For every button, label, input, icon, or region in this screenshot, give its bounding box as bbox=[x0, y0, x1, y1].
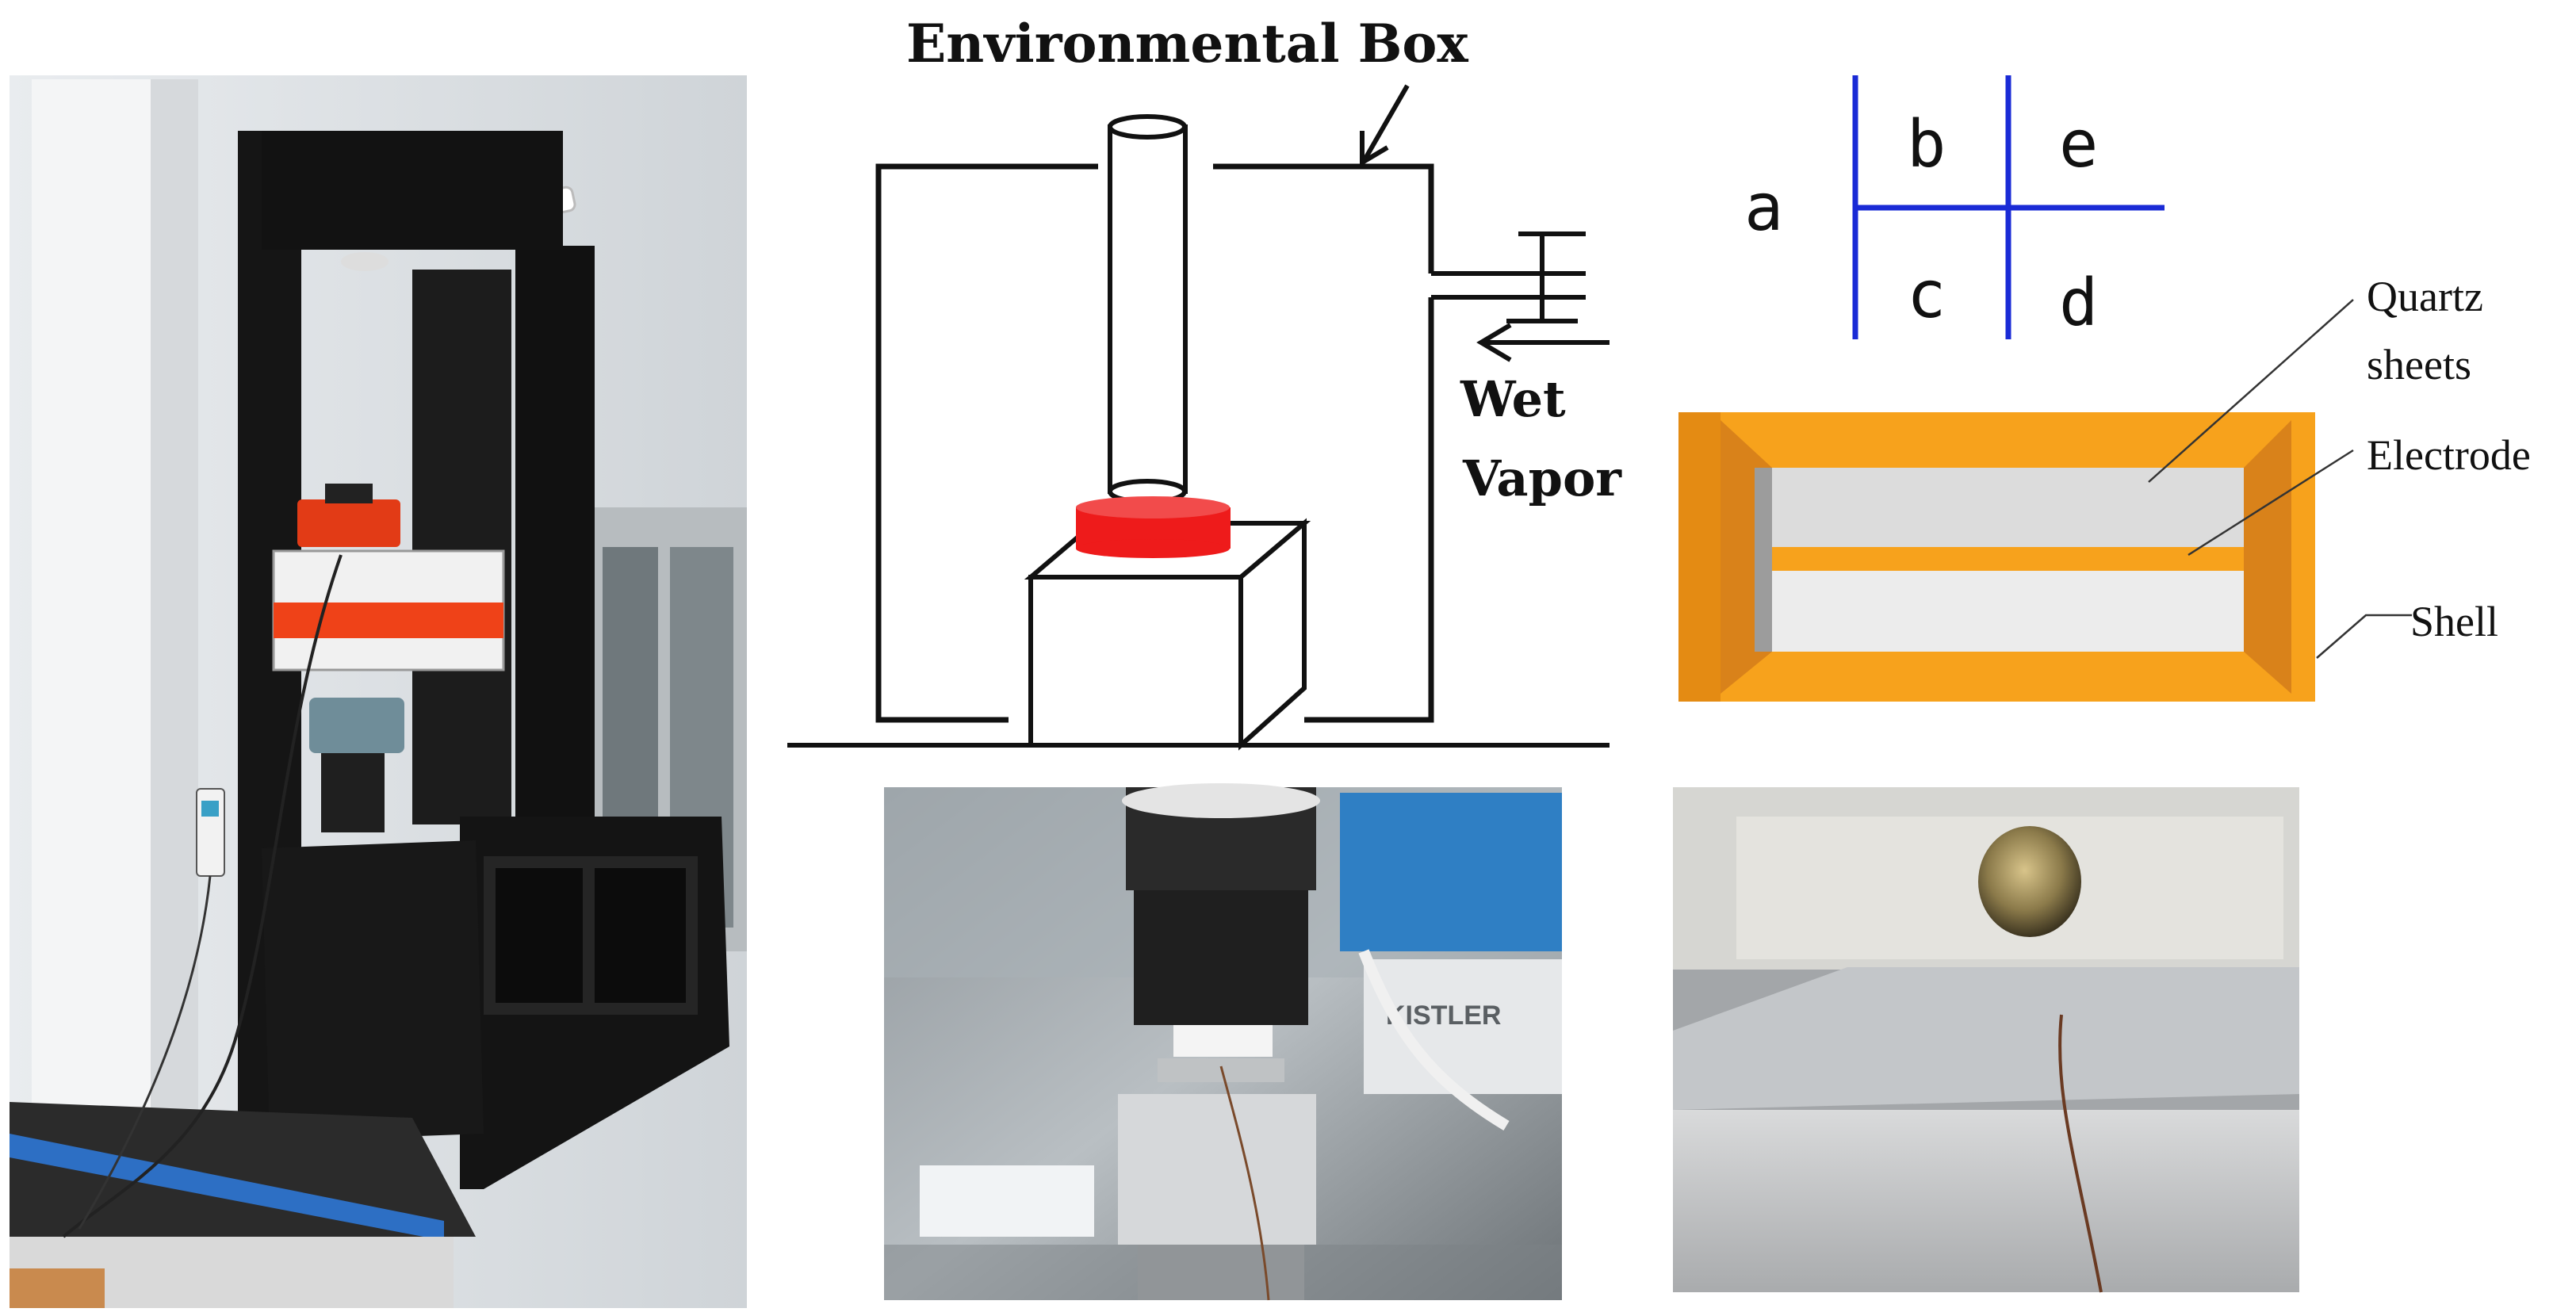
vapor-label-line2: Vapor bbox=[1462, 450, 1622, 507]
quartz-sheet-upper bbox=[1772, 468, 2244, 547]
quartz-edge-left bbox=[1755, 468, 1772, 652]
testing-machine-photo bbox=[10, 75, 747, 1308]
vapor-arrow-head bbox=[1476, 323, 1512, 362]
shell-left-bevel bbox=[1678, 412, 1721, 702]
vapor-label-line1: Wet bbox=[1460, 370, 1566, 428]
shell-right-inner bbox=[2244, 420, 2291, 694]
louver-vents bbox=[412, 270, 511, 824]
chamber-title: Environmental Box bbox=[906, 13, 1468, 75]
loading-rod bbox=[1108, 124, 1188, 494]
region-label-c: c bbox=[1907, 258, 1946, 333]
title-arrow-head bbox=[1360, 131, 1389, 167]
region-label-a: a bbox=[1744, 170, 1783, 246]
title-arrow-shaft bbox=[1363, 84, 1410, 160]
region-label-b: b bbox=[1907, 107, 1946, 182]
shell-label: Shell bbox=[2410, 598, 2498, 645]
sensor-closeup-photo bbox=[1673, 787, 2299, 1293]
chamber-right-lower-wall bbox=[1304, 297, 1434, 723]
rod-top bbox=[1108, 114, 1187, 140]
chamber-right-wall bbox=[1213, 163, 1434, 274]
electrode-label: Electrode bbox=[2367, 431, 2531, 479]
sensor-cross-section bbox=[1678, 412, 2315, 702]
quartz-label-line1: Quartz bbox=[2367, 273, 2483, 320]
specimen-disk bbox=[1076, 496, 1231, 558]
chamber-left-wall bbox=[875, 163, 1098, 723]
chamber-closeup-photo: KISTLER bbox=[884, 783, 1562, 1301]
environmental-box-schematic bbox=[787, 84, 1610, 751]
screw-head bbox=[1978, 826, 2081, 937]
electrode-layer bbox=[1772, 547, 2244, 571]
region-label-d: d bbox=[2059, 266, 2098, 341]
region-label-e: e bbox=[2059, 107, 2098, 182]
sensor-leader-lines bbox=[2148, 299, 2412, 659]
support-block-front bbox=[1028, 575, 1243, 748]
quartz-sheet-lower bbox=[1772, 571, 2244, 652]
region-grid bbox=[1852, 75, 2165, 339]
quartz-label-line2: sheets bbox=[2367, 341, 2471, 388]
